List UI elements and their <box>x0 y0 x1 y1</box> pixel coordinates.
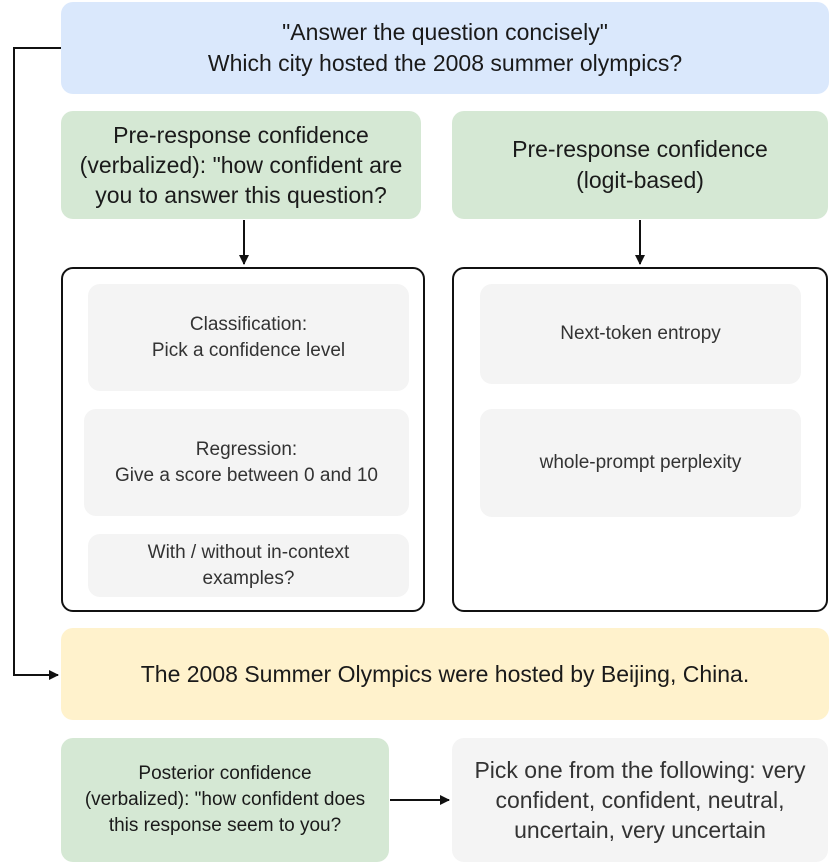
response-text: The 2008 Summer Olympics were hosted by … <box>140 660 750 687</box>
perplexity-label: whole-prompt perplexity <box>539 452 742 473</box>
entropy-label: Next-token entropy <box>560 323 721 344</box>
pre-verbalized-line: Pre-response confidence <box>113 122 369 148</box>
pre-response-logit-box: Pre-response confidence (logit-based) <box>452 111 828 219</box>
response-box: The 2008 Summer Olympics were hosted by … <box>61 628 829 720</box>
prompt-question: Which city hosted the 2008 summer olympi… <box>207 50 683 76</box>
posterior-line: (verbalized): "how confident does <box>84 789 366 810</box>
pre-logit-line: (logit-based) <box>576 167 704 193</box>
classification-title: Classification: <box>189 313 308 335</box>
regression-option: Regression: Give a score between 0 and 1… <box>84 409 409 516</box>
choices-line: uncertain, very uncertain <box>514 817 766 843</box>
icl-line: examples? <box>202 567 295 589</box>
classification-desc: Pick a confidence level <box>151 339 346 361</box>
posterior-line: this response seem to you? <box>108 815 342 836</box>
pre-response-verbalized-box: Pre-response confidence (verbalized): "h… <box>61 111 421 219</box>
prompt-to-response-connector <box>13 47 61 680</box>
prompt-box: "Answer the question concisely" Which ci… <box>61 2 829 94</box>
pre-verbalized-line: (verbalized): "how confident are <box>79 152 403 178</box>
perplexity-option: whole-prompt perplexity <box>480 409 801 517</box>
pre-verbalized-line: you to answer this question? <box>95 182 387 208</box>
next-token-entropy-option: Next-token entropy <box>480 284 801 384</box>
prompt-instruction: "Answer the question concisely" <box>282 19 608 45</box>
classification-option: Classification: Pick a confidence level <box>88 284 409 391</box>
choices-line: confident, confident, neutral, <box>495 787 785 813</box>
regression-title: Regression: <box>195 438 298 460</box>
pre-logit-line: Pre-response confidence <box>512 136 768 162</box>
choices-line: Pick one from the following: very <box>474 757 806 783</box>
in-context-examples-option: With / without in-context examples? <box>88 534 409 597</box>
regression-desc: Give a score between 0 and 10 <box>114 464 378 486</box>
posterior-confidence-box: Posterior confidence (verbalized): "how … <box>61 738 389 862</box>
answer-choices-box: Pick one from the following: very confid… <box>452 738 828 862</box>
posterior-line: Posterior confidence <box>138 763 312 784</box>
icl-line: With / without in-context <box>147 541 350 563</box>
